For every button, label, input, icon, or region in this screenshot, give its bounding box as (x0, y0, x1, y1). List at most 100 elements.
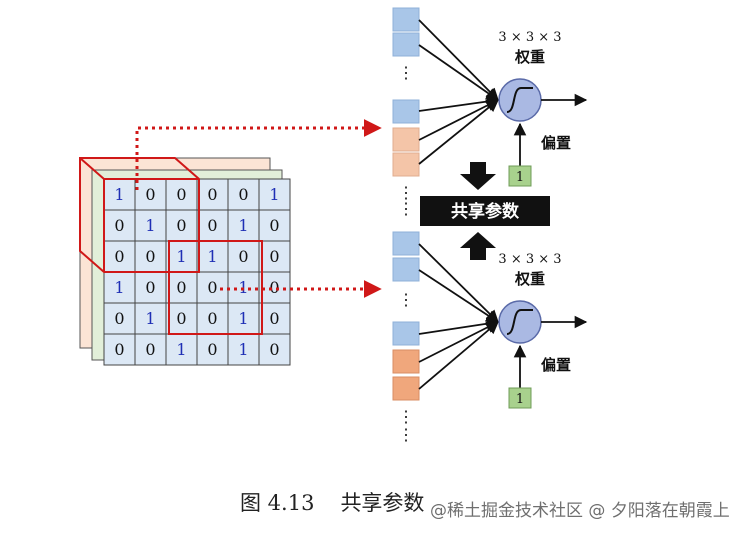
neuron-2-inputs: ⋮ ⋮ ⋮ (392, 231, 420, 444)
bias-label: 偏置 (541, 134, 571, 152)
grid-cell-value: 0 (207, 216, 217, 235)
sigmoid-icon (506, 87, 533, 113)
input-unit (392, 231, 420, 256)
ellipsis: ⋮ (398, 407, 414, 426)
grid-cell-value: 0 (176, 278, 186, 297)
grid-cell-value: 0 (207, 185, 217, 204)
grid-cell-value: 0 (114, 216, 124, 235)
grid-cell-value: 0 (114, 340, 124, 359)
grid-cell-value: 0 (238, 247, 248, 266)
grid-cell-value: 1 (176, 340, 186, 359)
grid-cell-value: 1 (238, 340, 248, 359)
grid-cell (134, 271, 167, 304)
grid-cell-value: 1 (207, 247, 217, 266)
figure-caption: 图 4.13 共享参数 (240, 487, 450, 517)
input-unit (392, 127, 420, 152)
grid-cell (196, 209, 229, 242)
figure-title: 共享参数 (340, 491, 425, 515)
weight-label: 权重 (514, 270, 545, 288)
grid-cell-value: 1 (145, 216, 155, 235)
grid-cell-value: 0 (238, 185, 248, 204)
grid-cell-value: 1 (176, 247, 186, 266)
down-arrow-icon (460, 162, 496, 190)
shared-parameters: 共享参数 (420, 162, 550, 260)
ellipsis: ⋮ (398, 183, 414, 202)
shared-label: 共享参数 (451, 201, 520, 222)
grid-cell-value: 0 (114, 309, 124, 328)
grid-cell-value: 0 (207, 309, 217, 328)
weight-dims: 3 × 3 × 3 (498, 252, 561, 267)
ellipsis: ⋮ (398, 63, 414, 82)
grid-cell (258, 333, 291, 366)
neuron-2-connections (418, 243, 500, 390)
ellipsis: ⋮ (398, 199, 414, 218)
sigmoid-neuron (498, 300, 542, 344)
grid-cell-value: 1 (114, 185, 124, 204)
figure-number: 图 4.13 (240, 491, 315, 515)
grid-cell-value: 0 (269, 216, 279, 235)
grid-cell (196, 240, 229, 273)
grid-cell-value: 0 (269, 247, 279, 266)
grid-cell-value: 0 (145, 247, 155, 266)
sigmoid-neuron (498, 78, 542, 122)
grid-cell (258, 178, 291, 211)
input-unit (392, 257, 420, 282)
grid-cell-value: 0 (145, 185, 155, 204)
ellipsis: ⋮ (398, 425, 414, 444)
sigmoid-icon (506, 309, 533, 335)
grid-cell-value: 1 (269, 185, 279, 204)
grid-cell-value: 0 (145, 278, 155, 297)
grid-cell-value: 0 (145, 340, 155, 359)
bias-value: 1 (516, 170, 524, 185)
grid-cell-value: 1 (238, 216, 248, 235)
grid-cell-value: 0 (176, 309, 186, 328)
input-unit (392, 152, 420, 177)
input-unit (392, 349, 420, 374)
shared-badge (420, 196, 550, 226)
grid-cell (227, 178, 260, 211)
grid-cell-value: 0 (207, 278, 217, 297)
bias-label: 偏置 (541, 356, 571, 374)
grid-cell (165, 302, 198, 335)
grid-cell-value: 1 (114, 278, 124, 297)
neuron-2: 1 3 × 3 × 3 权重 偏置 (498, 252, 588, 409)
weight-label: 权重 (514, 48, 545, 66)
bias-box (508, 387, 532, 409)
grid-cell-value: 0 (269, 309, 279, 328)
input-unit (392, 32, 420, 57)
ellipsis: ⋮ (398, 290, 414, 309)
grid-cell (196, 302, 229, 335)
weight-dims: 3 × 3 × 3 (498, 30, 561, 45)
neuron-1: 1 3 × 3 × 3 权重 偏置 (498, 30, 588, 187)
grid-cell-value: 1 (145, 309, 155, 328)
grid-cell-value: 0 (176, 185, 186, 204)
input-unit (392, 376, 420, 401)
grid-cell-value: 0 (114, 247, 124, 266)
grid-cell-value: 0 (269, 278, 279, 297)
grid-cell (134, 240, 167, 273)
input-unit (392, 7, 420, 32)
grid-cell-value: 0 (269, 340, 279, 359)
grid-cell (258, 302, 291, 335)
grid-cell (196, 333, 229, 366)
bias-value: 1 (516, 392, 524, 407)
receptive-field-top (79, 157, 200, 273)
grid-cell-value: 1 (238, 309, 248, 328)
grid-cell-value: 0 (207, 340, 217, 359)
mapping-arrow-top (135, 119, 382, 190)
neuron-1-inputs: ⋮ ⋮ ⋮ (392, 7, 420, 218)
input-unit (392, 99, 420, 124)
neuron-1-connections (418, 19, 500, 165)
up-arrow-icon (460, 232, 496, 260)
grid-cell-value: 0 (176, 216, 186, 235)
grid-cell (134, 333, 167, 366)
bias-box (508, 165, 532, 187)
grid-cell (103, 333, 136, 366)
grid-cell (165, 271, 198, 304)
input-unit (392, 321, 420, 346)
grid-cell (103, 302, 136, 335)
watermark: @稀土掘金技术社区 @ 夕阳落在朝霞上 (430, 501, 730, 521)
